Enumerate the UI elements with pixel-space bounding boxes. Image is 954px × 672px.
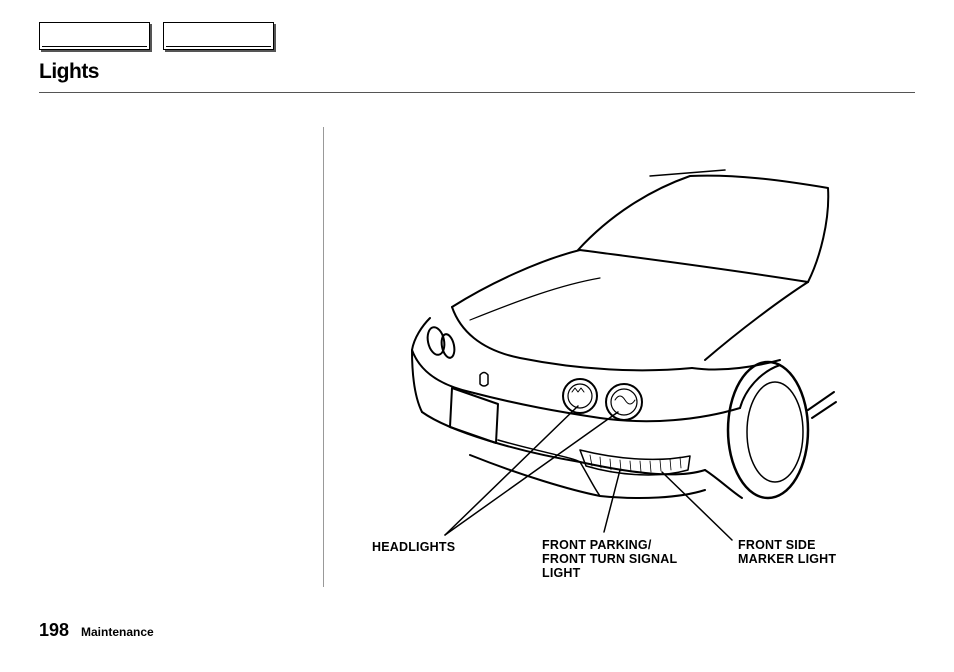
- nav-button-underline: [166, 46, 271, 47]
- page-number: 198: [39, 620, 70, 640]
- callout-front-side-marker: FRONT SIDE MARKER LIGHT: [738, 538, 837, 566]
- nav-button-underline: [42, 46, 147, 47]
- page-title: Lights: [39, 60, 100, 83]
- nav-button-previous[interactable]: [39, 22, 150, 50]
- column-divider: [323, 127, 324, 587]
- section-name: Maintenance: [81, 625, 154, 639]
- callout-front-parking-turn-signal: FRONT PARKING/ FRONT TURN SIGNAL LIGHT: [542, 538, 678, 580]
- nav-button-next[interactable]: [163, 22, 274, 50]
- title-divider: [39, 92, 915, 93]
- callout-headlights: HEADLIGHTS: [372, 540, 456, 554]
- car-front-illustration: [411, 169, 837, 541]
